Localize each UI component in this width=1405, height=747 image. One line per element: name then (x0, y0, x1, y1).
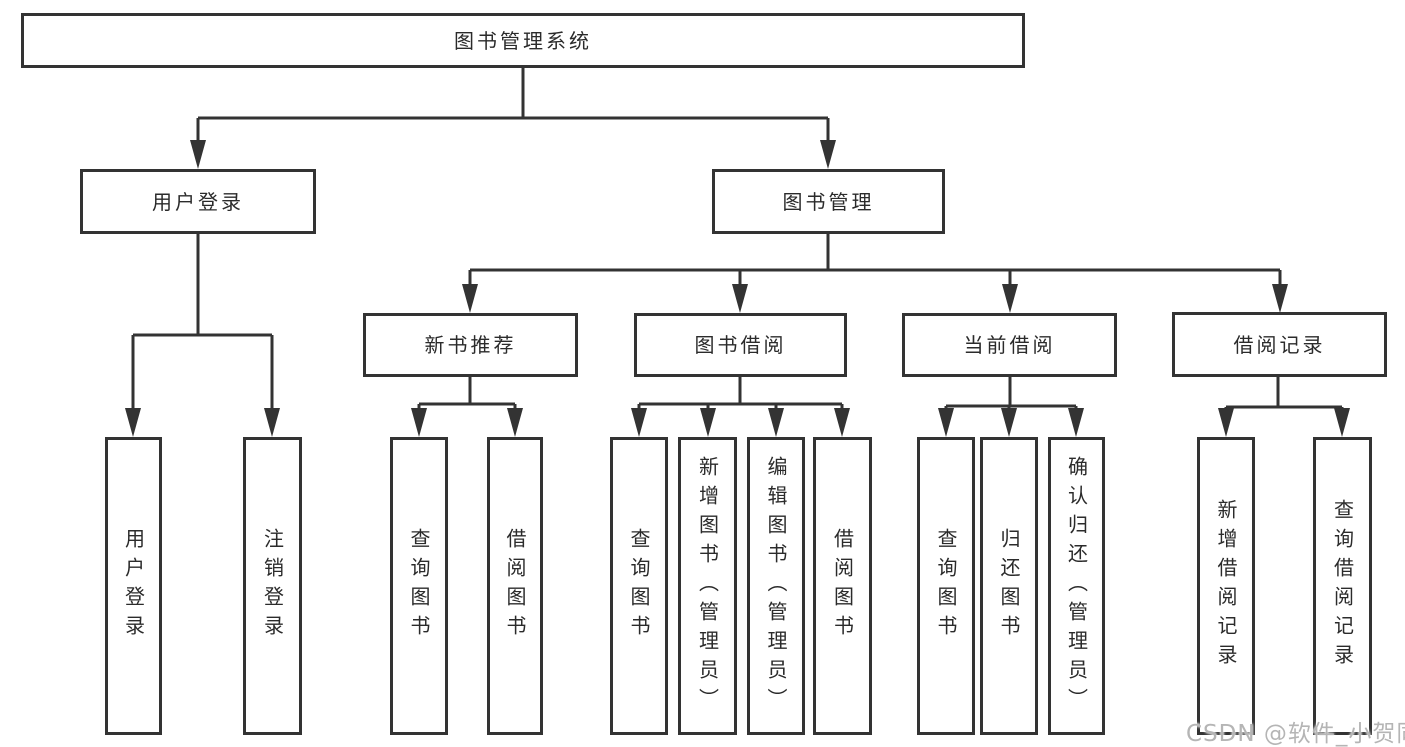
leaf-query-borrow-record: 查询借阅记录 (1313, 437, 1372, 735)
leaf-query-books-borrowing: 查询图书 (610, 437, 668, 735)
node-book-borrowing: 图书借阅 (634, 313, 847, 377)
leaf-query-books-recommend: 查询图书 (390, 437, 448, 735)
leaf-borrow-books-borrowing: 借阅图书 (813, 437, 872, 735)
leaf-user-login: 用户登录 (105, 437, 162, 735)
leaf-confirm-return-admin: 确认归还（管理员） (1048, 437, 1105, 735)
leaf-edit-book-admin: 编辑图书（管理员） (747, 437, 805, 735)
node-library-system: 图书管理系统 (21, 13, 1025, 68)
leaf-return-books: 归还图书 (980, 437, 1038, 735)
leaf-add-borrow-record: 新增借阅记录 (1197, 437, 1255, 735)
node-new-book-recommendation: 新书推荐 (363, 313, 578, 377)
node-current-borrowing: 当前借阅 (902, 313, 1117, 377)
node-book-management: 图书管理 (712, 169, 945, 234)
leaf-logout: 注销登录 (243, 437, 302, 735)
leaf-add-book-admin: 新增图书（管理员） (678, 437, 737, 735)
csdn-watermark: CSDN @软件_小贺同学 (1186, 721, 1405, 747)
node-user-login: 用户登录 (80, 169, 316, 234)
leaf-query-books-current: 查询图书 (917, 437, 975, 735)
node-borrowing-records: 借阅记录 (1172, 312, 1387, 377)
leaf-borrow-books-recommend: 借阅图书 (487, 437, 543, 735)
